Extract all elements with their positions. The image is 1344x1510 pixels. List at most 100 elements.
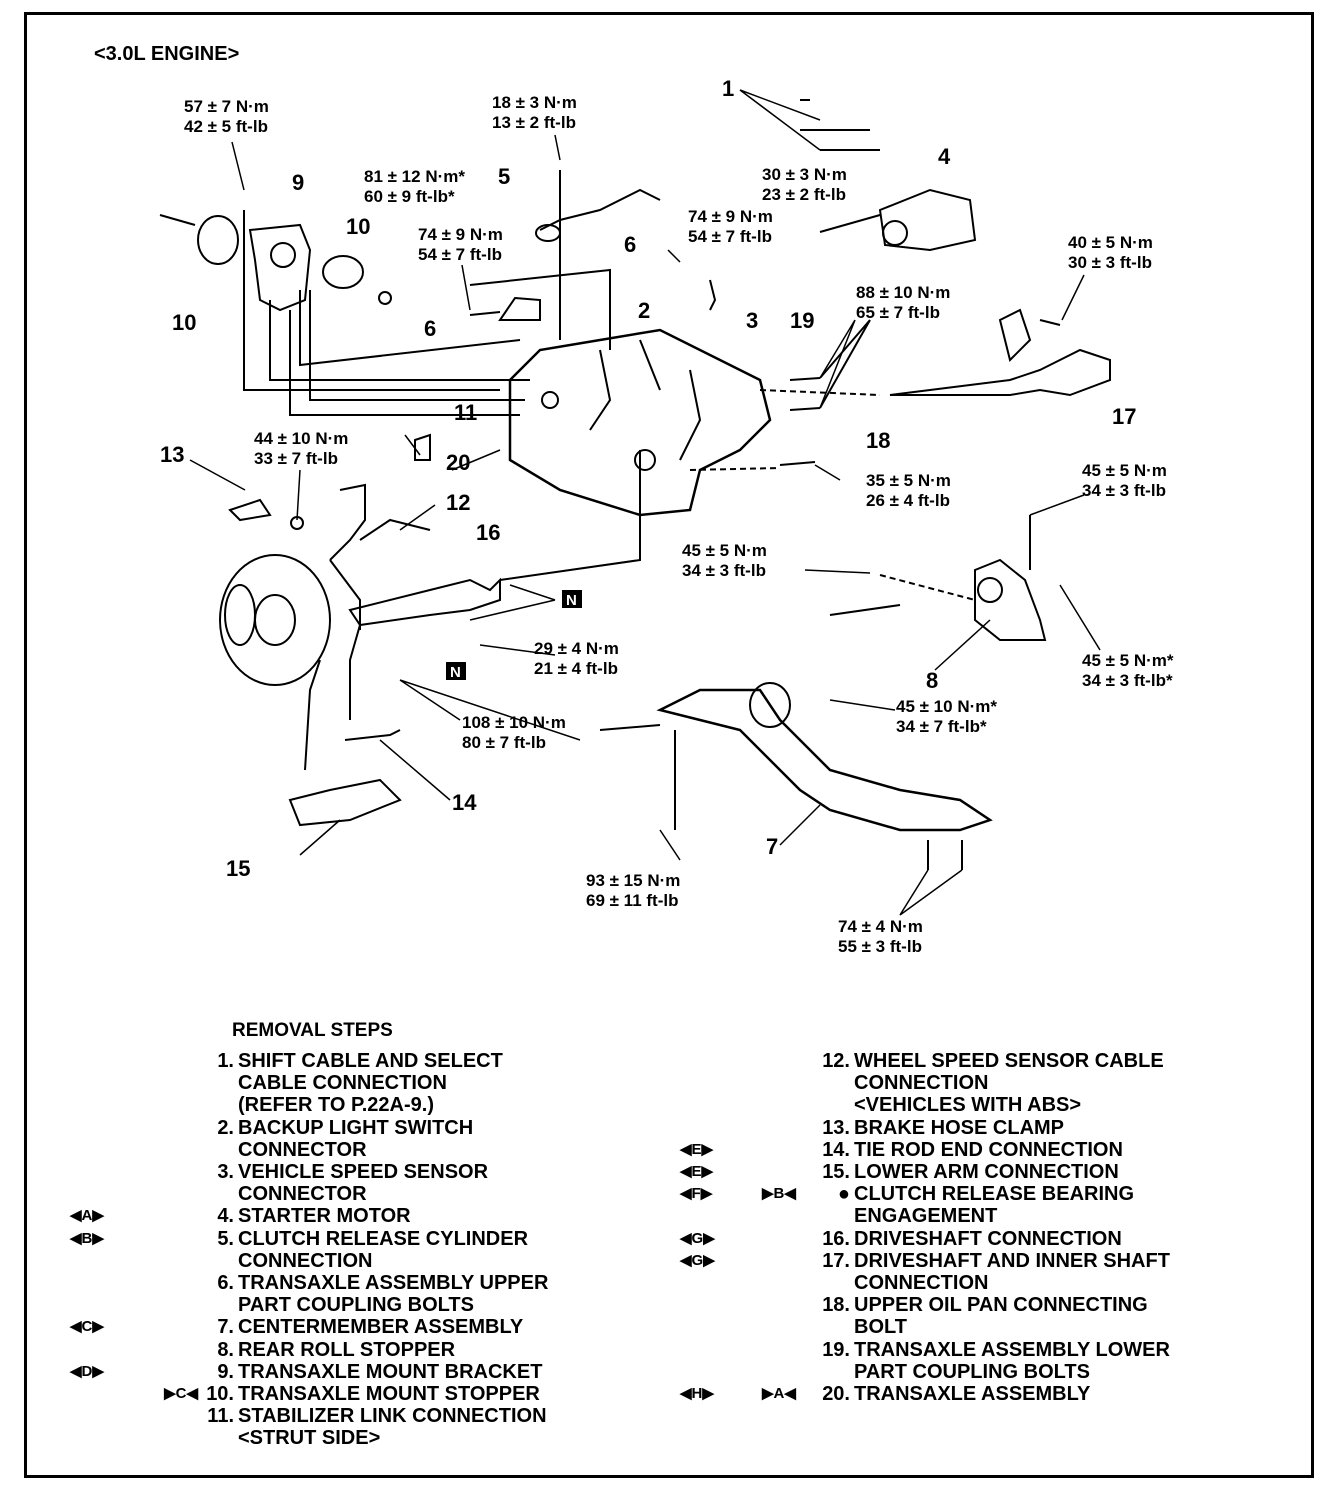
exploded-diagram: N N <3.0L ENGINE> 57 ± 7 N·m 42 ± 5 ft-l…	[94, 43, 1174, 956]
step-number: 18.	[822, 1294, 850, 1317]
step-number: 13.	[822, 1116, 850, 1139]
torque-t10-nm: 35 ± 5 N·m	[866, 471, 951, 490]
torque-t12-ftlb: 34 ± 3 ft-lb	[682, 561, 766, 580]
callout-6-upper: 6	[624, 232, 636, 257]
step-mark: ◀B▶	[70, 1229, 104, 1247]
step-mark-secondary	[148, 1117, 202, 1161]
torque-t16-ftlb: 80 ± 7 ft-lb	[462, 733, 546, 752]
torque-t16-nm: 108 ± 10 N·m	[462, 713, 566, 732]
torque-t15-nm: 45 ± 10 N·m*	[896, 697, 997, 716]
step-text: DRIVESHAFT AND INNER SHAFT CONNECTION	[854, 1249, 1170, 1295]
step-text: TIE ROD END CONNECTION	[854, 1138, 1123, 1161]
torque-t18-ftlb: 55 ± 3 ft-lb	[838, 937, 922, 956]
callout-9: 9	[292, 170, 304, 195]
step-mark	[70, 1117, 148, 1161]
removal-step: ◀B▶ 5.CLUTCH RELEASE CYLINDER CONNECTION	[70, 1228, 660, 1272]
removal-step: 1.SHIFT CABLE AND SELECT CABLE CONNECTIO…	[70, 1050, 660, 1117]
starter-motor	[878, 188, 977, 252]
brake-disc	[219, 554, 331, 686]
removal-step: 3.VEHICLE SPEED SENSOR CONNECTOR	[70, 1161, 660, 1205]
removal-step: ◀E▶15.LOWER ARM CONNECTION	[680, 1161, 1260, 1183]
step-mark-secondary	[762, 1294, 818, 1338]
step-text: DRIVESHAFT CONNECTION	[854, 1227, 1122, 1250]
step-mark-secondary	[148, 1205, 202, 1227]
step-mark: ◀H▶	[680, 1385, 714, 1403]
step-mark	[70, 1272, 148, 1316]
callout-10-right: 10	[346, 214, 370, 239]
torque-t11-nm: 45 ± 5 N·m	[1082, 461, 1167, 480]
step-mark-secondary	[148, 1272, 202, 1316]
callout-13: 13	[160, 442, 184, 467]
step-number: 2.	[217, 1116, 234, 1139]
callout-2: 2	[638, 298, 650, 323]
n-mark-1: N	[566, 592, 577, 609]
torque-t5-ftlb: 54 ± 7 ft-lb	[688, 227, 772, 246]
removal-step: ◀E▶14.TIE ROD END CONNECTION	[680, 1139, 1260, 1161]
step-mark: ◀C▶	[70, 1318, 104, 1336]
step-mark-secondary: ▶A◀	[762, 1385, 796, 1403]
step-mark-secondary	[148, 1361, 202, 1383]
torque-t3-nm: 81 ± 12 N·m*	[364, 167, 465, 186]
step-text: CLUTCH RELEASE CYLINDER CONNECTION	[238, 1227, 529, 1272]
step-text: TRANSAXLE ASSEMBLY LOWER PART COUPLING B…	[854, 1338, 1170, 1383]
callout-4: 4	[938, 144, 951, 169]
n-mark-2: N	[450, 664, 461, 681]
step-number: 20.	[822, 1383, 850, 1406]
step-text: TRANSAXLE MOUNT STOPPER	[238, 1383, 540, 1406]
torque-t2-nm: 18 ± 3 N·m	[492, 93, 577, 112]
step-number: 3.	[217, 1161, 234, 1184]
step-text: UPPER OIL PAN CONNECTING BOLT	[854, 1294, 1148, 1339]
callout-10-left: 10	[172, 310, 196, 335]
step-text: STABILIZER LINK CONNECTION <STRUT SIDE>	[238, 1405, 547, 1450]
step-number: ●	[837, 1183, 850, 1206]
step-text: BACKUP LIGHT SWITCH CONNECTOR	[238, 1116, 474, 1161]
step-mark: ◀E▶	[680, 1140, 714, 1158]
lower-arm	[288, 778, 402, 827]
torque-t1-ftlb: 42 ± 5 ft-lb	[184, 117, 268, 136]
removal-step: ▶C◀10.TRANSAXLE MOUNT STOPPER	[70, 1383, 660, 1405]
torque-t13-nm: 29 ± 4 N·m	[534, 639, 619, 658]
step-mark: ◀D▶	[70, 1362, 104, 1380]
callout-15: 15	[226, 856, 250, 881]
diagram-title: <3.0L ENGINE>	[94, 43, 239, 65]
step-mark: ◀A▶	[70, 1207, 104, 1225]
callout-18: 18	[866, 428, 890, 453]
removal-step: ◀G▶17.DRIVESHAFT AND INNER SHAFT CONNECT…	[680, 1250, 1260, 1294]
step-mark-secondary	[762, 1161, 818, 1183]
step-text: TRANSAXLE MOUNT BRACKET	[238, 1360, 543, 1383]
driveshaft-left	[348, 577, 501, 627]
step-text: WHEEL SPEED SENSOR CABLE CONNECTION <VEH…	[854, 1050, 1164, 1117]
n-markers: N N	[446, 590, 582, 681]
callout-7: 7	[766, 834, 778, 859]
removal-step: ◀G▶16.DRIVESHAFT CONNECTION	[680, 1228, 1260, 1250]
step-mark-secondary	[762, 1228, 818, 1250]
torque-t5-nm: 74 ± 9 N·m	[688, 207, 773, 226]
step-text: TRANSAXLE ASSEMBLY	[854, 1383, 1091, 1406]
step-mark-secondary: ▶B◀	[762, 1185, 796, 1203]
step-mark-secondary	[762, 1139, 818, 1161]
step-number: 1.	[217, 1050, 234, 1072]
torque-t13-ftlb: 21 ± 4 ft-lb	[534, 659, 618, 678]
torque-t9-ftlb: 33 ± 7 ft-lb	[254, 449, 338, 468]
mount-bracket	[248, 223, 312, 312]
strut	[329, 483, 366, 561]
step-mark: ◀G▶	[680, 1251, 715, 1269]
removal-step: 12.WHEEL SPEED SENSOR CABLE CONNECTION <…	[680, 1050, 1260, 1117]
step-number: 5.	[217, 1227, 234, 1250]
callout-5: 5	[498, 164, 510, 189]
step-mark-secondary	[148, 1339, 202, 1361]
step-mark-secondary	[762, 1050, 818, 1117]
step-mark	[70, 1161, 148, 1205]
step-mark-secondary	[762, 1117, 818, 1139]
centermember	[656, 688, 993, 832]
torque-t6-nm: 30 ± 3 N·m	[762, 165, 847, 184]
removal-step: ◀C▶7.CENTERMEMBER ASSEMBLY	[70, 1316, 660, 1338]
step-mark-secondary	[148, 1228, 202, 1272]
step-number: 16.	[822, 1227, 850, 1250]
callout-3: 3	[746, 308, 758, 333]
torque-t1-nm: 57 ± 7 N·m	[184, 97, 269, 116]
step-text: REAR ROLL STOPPER	[238, 1338, 456, 1361]
step-text: VEHICLE SPEED SENSOR CONNECTOR	[238, 1161, 489, 1206]
step-mark	[70, 1050, 148, 1117]
step-number: 8.	[217, 1338, 234, 1361]
